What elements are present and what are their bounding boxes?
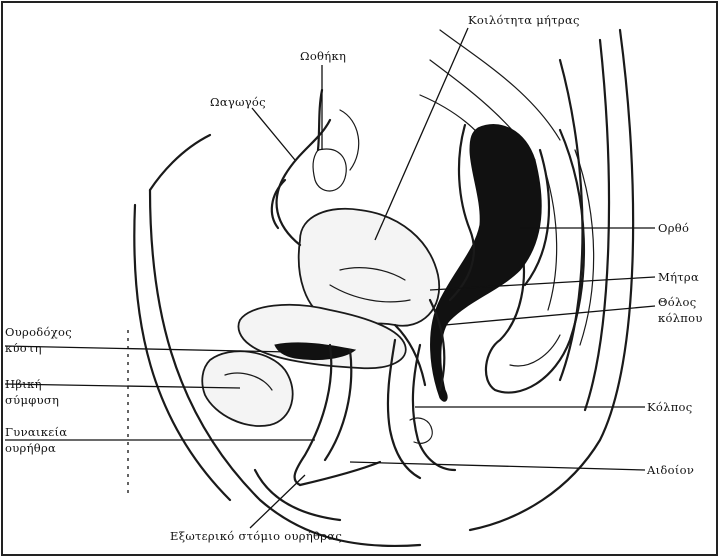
label-urethra-line2: ουρήθρα (5, 441, 56, 455)
label-vulva: Αιδοίον (646, 463, 694, 477)
leader-urethral-orifice (250, 475, 305, 528)
label-vagina: Κόλπος (647, 400, 693, 414)
label-rectum: Ορθό (658, 221, 689, 235)
label-fornix-line1: Θόλος (658, 295, 697, 309)
label-urethra-line1: Γυναικεία (5, 425, 67, 439)
leader-oviduct (252, 108, 295, 160)
label-uterine-cavity: Κοιλότητα μήτρας (468, 13, 580, 27)
rectum (431, 125, 549, 402)
leader-uterine-cavity (375, 28, 468, 240)
label-oviduct: Ωαγωγός (210, 95, 266, 109)
leader-fornix (445, 306, 655, 325)
label-fornix-line2: κόλπου (658, 311, 703, 325)
label-bladder-line1: Ουροδόχος (5, 325, 72, 339)
label-uterus: Μήτρα (658, 270, 699, 284)
label-symphysis-line2: σύμφυση (5, 393, 59, 407)
leader-vulva (350, 462, 645, 470)
label-ovary: Ωοθήκη (300, 49, 346, 63)
label-urethral-orifice: Εξωτερικό στόμιο ουρήθρας (170, 529, 342, 543)
pubic-symphysis (202, 351, 292, 426)
label-symphysis-line1: Ηβική (5, 377, 42, 391)
label-bladder-line2: κύστη (5, 341, 42, 355)
